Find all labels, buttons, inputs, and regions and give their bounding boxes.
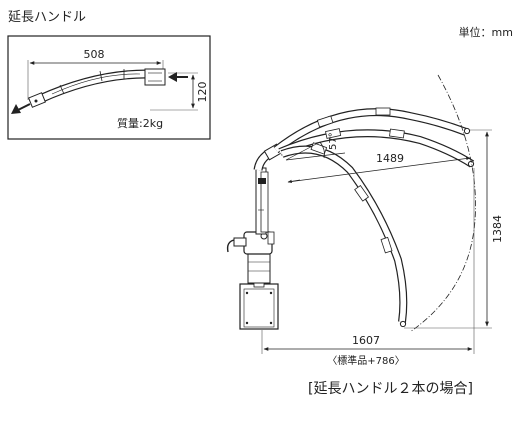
height-dimension: 1384 bbox=[404, 129, 504, 329]
width-label: 1607 bbox=[352, 334, 380, 347]
direction-arrow-right bbox=[168, 72, 188, 82]
swing-arc bbox=[409, 74, 476, 333]
handle-middle bbox=[278, 128, 475, 168]
radius-label: 1489 bbox=[376, 152, 404, 165]
handle-upper bbox=[273, 107, 471, 154]
width-note: 〈標準品+786〉 bbox=[327, 354, 404, 367]
pump-shaft bbox=[255, 167, 269, 235]
height-label: 1384 bbox=[491, 215, 504, 243]
pump-base bbox=[239, 280, 279, 330]
section-title: 延長ハンドル bbox=[8, 10, 87, 25]
width-dimension: 1607 〈標準品+786〉 bbox=[261, 168, 475, 367]
inset-mass-label: 質量:2kg bbox=[117, 116, 163, 130]
radius-dimension: 1489 bbox=[287, 152, 471, 184]
handle-lower bbox=[280, 142, 408, 328]
angle-indicator: 57° bbox=[285, 132, 346, 161]
extension-handle-drawing bbox=[27, 68, 166, 108]
unit-label: 単位：mm bbox=[458, 26, 513, 39]
inset-box: 508 120 質量:2kg bbox=[7, 35, 211, 140]
inset-length-label: 508 bbox=[84, 48, 105, 61]
pump-body bbox=[226, 231, 275, 284]
inset-height-label: 120 bbox=[196, 82, 209, 103]
angle-label: 57° bbox=[328, 132, 339, 150]
direction-arrow-left bbox=[11, 103, 31, 114]
figure-caption: [延長ハンドル２本の場合] bbox=[308, 381, 473, 397]
